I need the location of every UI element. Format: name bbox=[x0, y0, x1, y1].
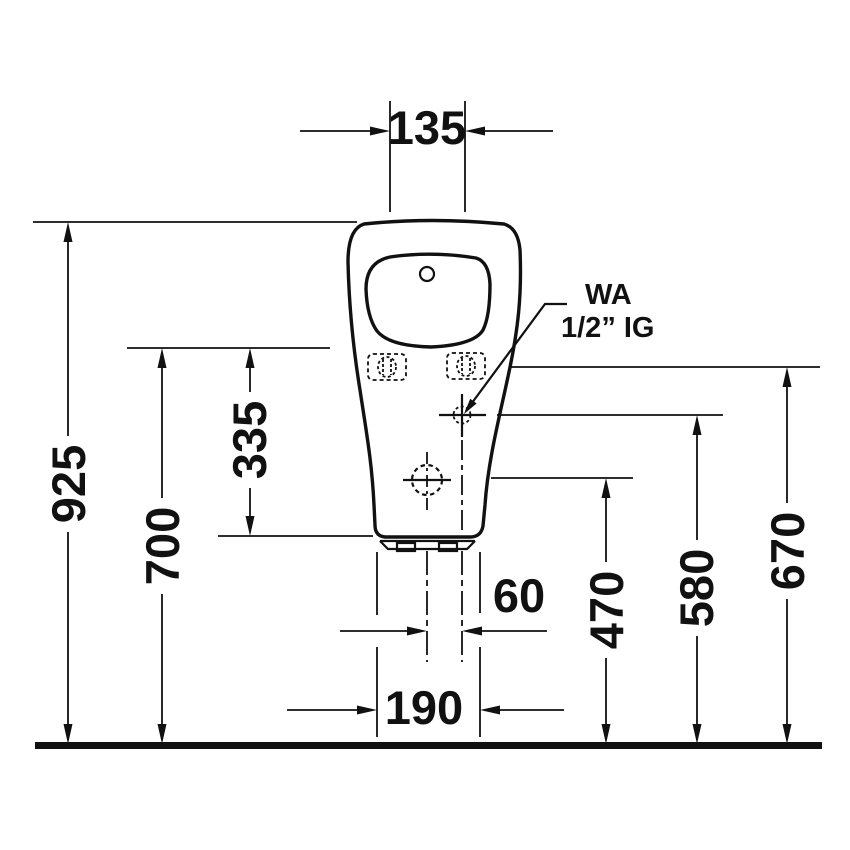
extension-lines bbox=[33, 101, 820, 737]
wa-leader-arrowhead bbox=[464, 398, 477, 414]
base-notch-right bbox=[437, 541, 459, 553]
dim-text-135: 135 bbox=[388, 101, 466, 154]
dim-335-arrow-up bbox=[245, 348, 255, 368]
dim-60-arrow-right bbox=[407, 626, 427, 636]
dim-text-670: 670 bbox=[761, 512, 814, 590]
connection-label: WA 1/2” IG bbox=[561, 279, 655, 344]
dim-335-arrow-down bbox=[245, 516, 255, 536]
wa-leader bbox=[464, 302, 567, 414]
dimension-lines-horizontal bbox=[287, 126, 564, 715]
dim-135-arrow-left bbox=[465, 126, 485, 136]
dim-60-arrow-left bbox=[462, 626, 482, 636]
urinal-body bbox=[346, 218, 567, 662]
dim-190-arrow-left bbox=[480, 705, 500, 715]
dim-925-arrow-down bbox=[63, 724, 73, 744]
dim-470-arrow-down bbox=[601, 724, 611, 744]
base-lip bbox=[379, 539, 476, 553]
dim-text-190: 190 bbox=[385, 681, 463, 734]
wa-circle bbox=[452, 405, 472, 425]
dim-190-arrow-right bbox=[357, 705, 377, 715]
dim-text-60: 60 bbox=[493, 569, 545, 622]
dim-580-arrow-down bbox=[692, 724, 702, 744]
fixing-hole-right bbox=[446, 352, 486, 380]
floor-line bbox=[35, 742, 822, 749]
wa-leader-line bbox=[465, 302, 567, 412]
fixing-hole-right-slot bbox=[456, 355, 476, 377]
dim-700-arrow-down bbox=[157, 724, 167, 744]
fixing-hole-left bbox=[367, 353, 407, 381]
dim-text-700: 700 bbox=[136, 507, 189, 585]
fixing-hole-right-outline bbox=[446, 352, 486, 380]
connection-label-line2: 1/2” IG bbox=[561, 312, 655, 344]
dim-925-arrow-up bbox=[63, 222, 73, 242]
dim-135-arrow-right bbox=[370, 126, 390, 136]
outlet-symbol bbox=[403, 452, 451, 662]
base-notch-left bbox=[395, 541, 417, 553]
dim-700-arrow-up bbox=[157, 348, 167, 368]
connection-label-line1: WA bbox=[585, 279, 632, 311]
dimension-lines-vertical bbox=[63, 222, 792, 744]
dim-470-arrow-up bbox=[601, 478, 611, 498]
dim-580-arrow-up bbox=[692, 415, 702, 435]
dim-text-580: 580 bbox=[670, 549, 723, 627]
spreader-hole bbox=[418, 265, 436, 283]
base-lip-outline bbox=[379, 540, 476, 551]
dim-text-470: 470 bbox=[580, 571, 633, 649]
dim-text-335: 335 bbox=[223, 401, 276, 479]
water-connection-symbol bbox=[439, 394, 486, 662]
dimension-texts: 135 925 700 335 470 580 670 60 190 bbox=[42, 101, 814, 734]
fixing-hole-left-slot bbox=[377, 356, 397, 378]
dim-670-arrow-up bbox=[782, 367, 792, 387]
dim-670-arrow-down bbox=[782, 724, 792, 744]
urinal-inner-bowl bbox=[364, 252, 492, 349]
fixing-hole-left-outline bbox=[367, 353, 407, 381]
urinal-outer-contour bbox=[346, 218, 523, 539]
dim-text-925: 925 bbox=[42, 445, 95, 523]
